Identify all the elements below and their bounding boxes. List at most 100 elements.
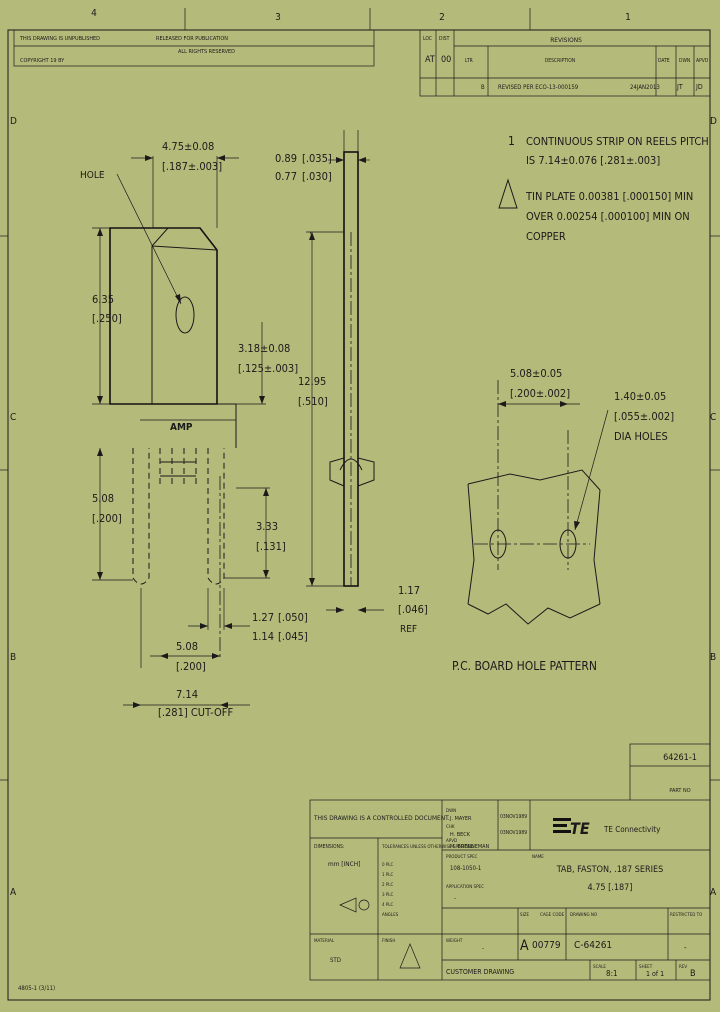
dim-cut-in: [.281] CUT-OFF <box>158 706 233 719</box>
drawn-date: 03NOV1989 <box>500 814 527 820</box>
zone-col-1: 1 <box>625 12 631 23</box>
rev-desc: REVISED PER ECO-13-000159 <box>498 84 579 91</box>
approved-by: M. BRENNEMAN <box>450 844 490 850</box>
svg-text:DIMENSIONS:: DIMENSIONS: <box>314 844 344 850</box>
sheet-value: 1 of 1 <box>646 970 664 978</box>
company-name: TE Connectivity <box>603 825 661 834</box>
svg-text:PART NO: PART NO <box>669 788 690 794</box>
svg-text:COPYRIGHT 19 BY: COPYRIGHT 19 BY <box>20 58 65 64</box>
svg-text:ALL RIGHTS RESERVED: ALL RIGHTS RESERVED <box>178 49 235 55</box>
svg-text:DRAWING NO: DRAWING NO <box>570 912 597 918</box>
size-value: A <box>520 938 529 954</box>
amp-mark: AMP <box>170 422 193 433</box>
svg-text:DIST: DIST <box>439 36 450 42</box>
dim-side-in: [.046] <box>398 603 428 616</box>
finish-flag-icon <box>399 943 421 969</box>
zone-col-4: 4 <box>91 8 97 19</box>
note-1-number: 1 <box>508 134 515 148</box>
svg-text:DWN: DWN <box>446 808 456 814</box>
zone-col-3: 3 <box>275 12 281 23</box>
dim-leg-in: [.200] <box>92 512 122 525</box>
svg-text:ANGLES: ANGLES <box>382 912 399 918</box>
dim-pin2-in: [.045] <box>278 630 308 643</box>
zone-row-c-left: C <box>10 412 16 423</box>
pcb-title: P.C. BOARD HOLE PATTERN <box>452 659 597 673</box>
note-2-flag-icon <box>498 178 518 209</box>
controlled-doc: THIS DRAWING IS A CONTROLLED DOCUMENT. <box>313 814 450 822</box>
zone-row-a-left: A <box>10 887 17 898</box>
svg-text:1 PLC: 1 PLC <box>382 872 394 878</box>
dim-pin2-mm: 1.14 <box>252 630 274 643</box>
note-1-line-2: IS 7.14±0.076 [.281±.003] <box>526 154 660 167</box>
svg-text:-: - <box>684 943 687 952</box>
rev-value: B <box>690 969 696 979</box>
product-spec: 108-1050-1 <box>450 865 481 872</box>
svg-text:APVD: APVD <box>696 58 709 64</box>
pcb-sp-in: [.200±.002] <box>510 387 570 400</box>
svg-text:THIS DRAWING IS UNPUBLISHED: THIS DRAWING IS UNPUBLISHED <box>19 36 100 42</box>
rev-apvd: JD <box>695 83 703 91</box>
dim-sp-in: [.200] <box>176 660 206 673</box>
svg-text:MATERIAL: MATERIAL <box>314 938 335 944</box>
dim-side-ref: REF <box>400 624 417 635</box>
drawing-number: C-64261 <box>574 940 612 951</box>
dim-t2-in: [.030] <box>302 170 332 183</box>
cage-code: 00779 <box>532 940 561 951</box>
tab-hole <box>175 296 195 334</box>
svg-text:CAGE CODE: CAGE CODE <box>540 912 565 918</box>
copyright-block: THIS DRAWING IS UNPUBLISHED RELEASED FOR… <box>13 29 375 67</box>
svg-text:APVD: APVD <box>446 838 457 844</box>
svg-text:PRODUCT SPEC: PRODUCT SPEC <box>446 854 478 860</box>
note-2-line-2: OVER 0.00254 [.000100] MIN ON <box>526 210 690 223</box>
zone-row-b-right: B <box>710 652 716 663</box>
projection-symbol-icon <box>339 897 357 913</box>
svg-text:RELEASED FOR PUBLICATION: RELEASED FOR PUBLICATION <box>156 36 228 42</box>
loc-value: AT <box>425 55 435 65</box>
dim-len-in: [.510] <box>298 395 328 408</box>
svg-text:NAME: NAME <box>532 854 544 860</box>
svg-text:2 PLC: 2 PLC <box>382 882 394 888</box>
dim-h1-in: [.250] <box>92 312 122 325</box>
pcb-dia-label: DIA HOLES <box>614 430 668 443</box>
svg-text:0 PLC: 0 PLC <box>382 862 394 868</box>
title-block: THIS DRAWING IS A CONTROLLED DOCUMENT. D… <box>309 799 711 981</box>
dim-width-mm: 4.75±0.08 <box>162 140 214 153</box>
te-logo: TE <box>553 818 590 838</box>
checked-by: H. BECK <box>450 832 471 838</box>
revisions-title: REVISIONS <box>550 36 582 44</box>
side-zone-marks: D C B A D C B A 4805-1 (3/11) <box>0 116 720 992</box>
dim-t2-mm: 0.77 <box>275 170 297 183</box>
drawn-by: J. MAYER <box>449 816 472 822</box>
zone-row-d-left: D <box>10 116 17 127</box>
terminal-front-view: AMP <box>109 227 237 660</box>
part-name-2: 4.75 [.187] <box>588 883 633 893</box>
part-name-1: TAB, FASTON, .187 SERIES <box>556 865 664 875</box>
svg-text:TOLERANCES UNLESS OTHERWISE SP: TOLERANCES UNLESS OTHERWISE SPECIFIED <box>381 844 474 850</box>
checked-date: 03NOV1989 <box>500 830 527 836</box>
zone-row-b-left: B <box>10 652 16 663</box>
svg-text:SHEET: SHEET <box>639 964 653 970</box>
dim-leg2-mm: 3.33 <box>256 520 278 533</box>
svg-text:REV: REV <box>679 964 687 970</box>
sheet-form-code: 4805-1 (3/11) <box>18 985 55 992</box>
dim-cut-mm: 7.14 <box>176 688 198 701</box>
scale-value: 8:1 <box>606 969 618 978</box>
svg-text:-: - <box>482 945 484 952</box>
pcb-hole-pattern: 5.08±0.05 [.200±.002] 1.40±0.05 [.055±.0… <box>452 367 674 673</box>
pcb-dia-mm: 1.40±0.05 <box>614 390 666 403</box>
zone-row-a-right: A <box>710 887 717 898</box>
zone-row-d-right: D <box>710 116 717 127</box>
svg-text:APPLICATION SPEC: APPLICATION SPEC <box>446 884 484 890</box>
dim-leg-mm: 5.08 <box>92 492 114 505</box>
svg-text:CHK: CHK <box>446 824 455 830</box>
zone-row-c-right: C <box>710 412 716 423</box>
svg-text:SIZE: SIZE <box>520 912 530 918</box>
terminal-side-view: 0.89 [.035] 0.77 [.030] 12.95 [.510] 1.1… <box>275 130 428 635</box>
dist-value: 00 <box>441 55 451 65</box>
dim-h1-mm: 6.35 <box>92 293 114 306</box>
svg-text:RESTRICTED TO: RESTRICTED TO <box>670 912 702 918</box>
customer-drawing: CUSTOMER DRAWING <box>446 968 514 976</box>
svg-text:FINISH: FINISH <box>382 938 395 944</box>
svg-text:WEIGHT: WEIGHT <box>446 938 463 944</box>
